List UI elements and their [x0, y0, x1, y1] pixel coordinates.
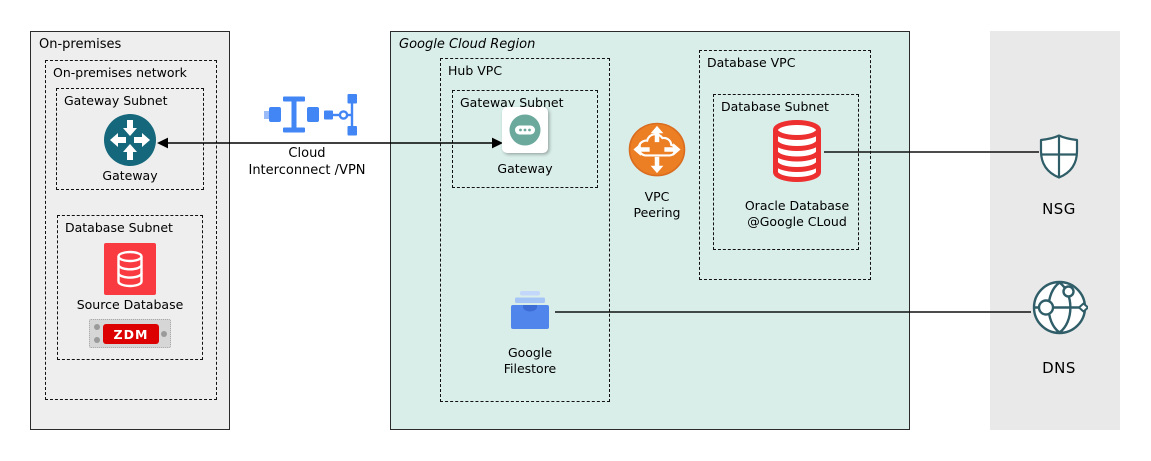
database-subnet-title-cloud: Database Subnet	[721, 99, 829, 114]
database-subnet-title-onprem: Database Subnet	[65, 220, 173, 235]
gcp-region-container: Google Cloud Region	[390, 31, 910, 430]
cloud-interconnect-label: Cloud Interconnect /VPN	[248, 146, 366, 178]
vpc-peering-icon	[628, 122, 686, 177]
onprem-network-box: On-premises network	[45, 60, 217, 400]
nsg-shield-icon	[1039, 132, 1079, 179]
gateway-subnet-box-hub: Gateway Subnet	[452, 90, 598, 188]
filestore-icon	[507, 291, 553, 331]
vpc-peering-label: VPC Peering	[633, 189, 681, 220]
gateway-label-hub: Gateway	[497, 161, 553, 176]
gcp-region-title: Google Cloud Region	[399, 37, 536, 52]
gateway-icon	[502, 107, 548, 153]
router-icon	[104, 114, 156, 166]
zdm-label: ZDM	[103, 324, 159, 344]
oracle-database-label: Oracle Database @Google CLoud	[744, 198, 850, 229]
onprem-title: On-premises	[39, 37, 122, 52]
database-subnet-box-cloud: Database Subnet	[713, 94, 859, 250]
source-database-label: Source Database	[76, 297, 184, 312]
gateway-subnet-title-hub: Gateway Subnet	[460, 95, 564, 110]
external-services-container	[990, 31, 1120, 430]
hub-vpc-title: Hub VPC	[448, 63, 503, 78]
database-subnet-box-onprem: Database Subnet	[57, 215, 203, 360]
onprem-container: On-premises	[30, 31, 230, 430]
dns-label: DNS	[1042, 359, 1076, 377]
gateway-label-onprem: Gateway	[102, 168, 158, 183]
database-vpc-box: Database VPC	[699, 50, 871, 280]
cloud-interconnect-vpn-icon	[264, 94, 360, 136]
onprem-network-title: On-premises network	[53, 65, 187, 80]
nsg-label: NSG	[1042, 200, 1076, 218]
dns-globe-icon	[1031, 279, 1090, 336]
gateway-subnet-box-onprem: Gateway Subnet	[56, 88, 204, 190]
hub-vpc-box: Hub VPC	[440, 58, 610, 402]
database-vpc-title: Database VPC	[707, 55, 796, 70]
oracle-database-icon	[771, 120, 823, 182]
gateway-subnet-title-onprem: Gateway Subnet	[64, 93, 168, 108]
source-database-icon	[104, 243, 156, 295]
filestore-label: Google Filestore	[503, 345, 557, 376]
zdm-appliance-icon: ZDM	[89, 319, 171, 348]
